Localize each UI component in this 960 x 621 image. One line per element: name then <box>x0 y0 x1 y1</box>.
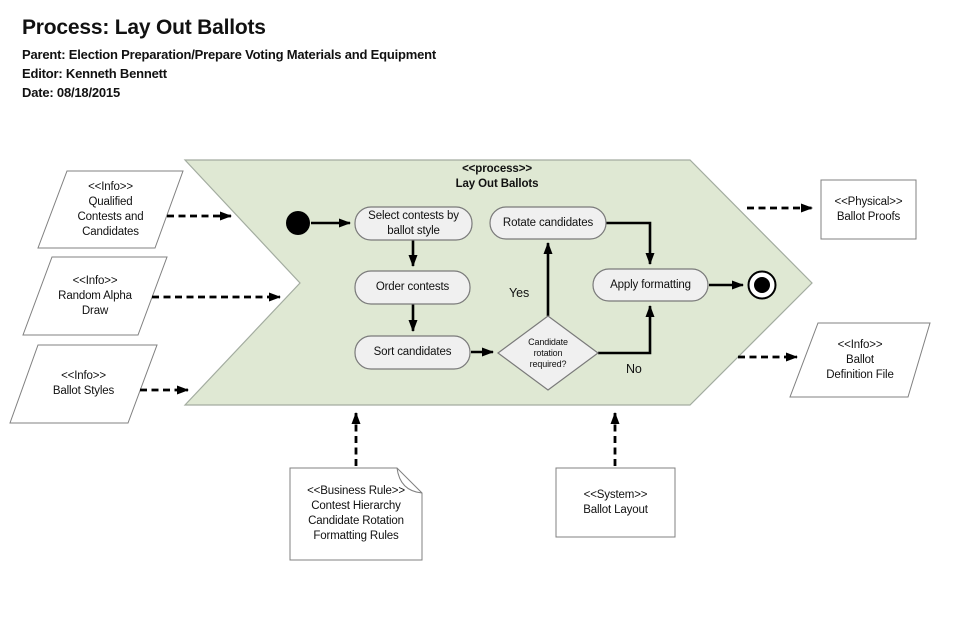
input-random-alpha-draw-shape <box>22 256 168 336</box>
activity-sort-candidates-shape <box>354 335 471 370</box>
process-stereotype: <<process>> <box>462 163 532 175</box>
header-parent: Parent: Election Preparation/Prepare Vot… <box>22 47 437 62</box>
start-node <box>286 211 310 235</box>
diagram-header: Process: Lay Out Ballots Parent: Electio… <box>22 16 436 102</box>
output-ballot-proofs-shape <box>820 179 917 240</box>
note-fold-corner <box>396 467 423 494</box>
process-label: <<process>> Lay Out Ballots <box>377 162 617 191</box>
input-ballot-styles-shape <box>9 344 158 424</box>
process-chevron-shape <box>183 159 813 406</box>
input-qualified-contests-shape <box>37 170 184 249</box>
yes-label: Yes <box>509 286 530 300</box>
process-name: Lay Out Ballots <box>455 177 539 190</box>
business-rule-note-shape <box>289 467 423 561</box>
no-label: No <box>626 362 642 376</box>
page-title: Process: Lay Out Ballots <box>22 16 266 39</box>
flow-decision-no-to-apply <box>598 305 655 355</box>
end-node-inner <box>754 277 770 293</box>
flow-rotate-to-apply <box>606 221 655 265</box>
decision-diamond-shape <box>496 315 600 391</box>
system-ballot-layout-shape <box>555 467 676 538</box>
output-ballot-definition-file-shape <box>789 322 931 398</box>
activity-select-contests-shape <box>354 206 473 241</box>
header-editor: Editor: Kenneth Bennett <box>22 66 167 81</box>
header-date: Date: 08/18/2015 <box>22 85 120 100</box>
activity-apply-formatting-shape <box>592 268 709 302</box>
activity-order-contests-shape <box>354 270 471 305</box>
activity-rotate-candidates-shape <box>489 206 607 240</box>
